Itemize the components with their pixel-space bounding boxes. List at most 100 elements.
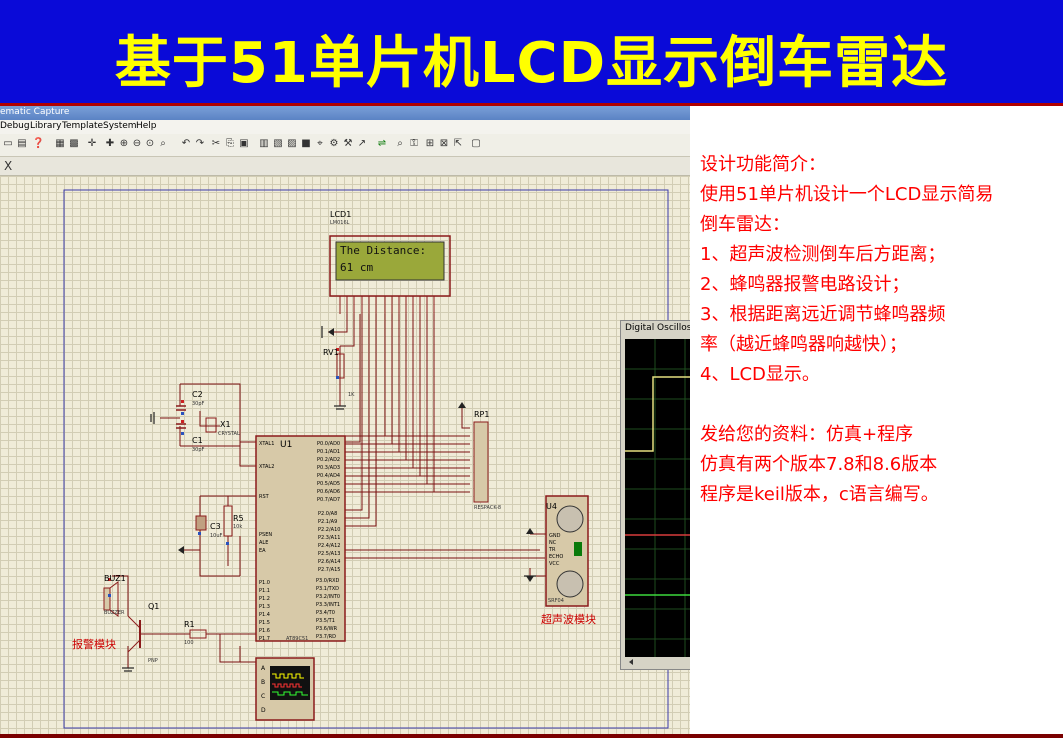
lcd-line-1: The Distance:: [340, 244, 427, 257]
x1-value: CRYSTAL: [218, 431, 240, 437]
ea-power-arrow: [178, 546, 184, 554]
zoom-all-icon[interactable]: ⊙: [145, 138, 155, 149]
block-delete-icon[interactable]: ■: [301, 138, 311, 149]
pack-icon[interactable]: ⚒: [343, 138, 353, 149]
r1-label: R1: [184, 620, 195, 629]
r5-value: 10k: [233, 524, 243, 530]
buzzer-symbol: [103, 587, 111, 611]
bom-icon[interactable]: ▢: [471, 138, 481, 149]
lcd-label: LCD1: [330, 210, 352, 219]
block-rotate-icon[interactable]: ▨: [287, 138, 297, 149]
pan-icon[interactable]: ✚: [105, 138, 115, 149]
zoom-area-icon[interactable]: ⌕: [160, 138, 166, 149]
help-icon[interactable]: ❓: [32, 138, 45, 149]
rp1-body: [473, 421, 489, 503]
exit-parent-icon[interactable]: ⇱: [453, 138, 463, 149]
pin-xtal2: XTAL2: [259, 464, 275, 470]
grid-icon[interactable]: ▦: [55, 138, 65, 149]
redo-icon[interactable]: ↷: [195, 138, 205, 149]
desc-line-2: 倒车雷达：: [700, 214, 790, 235]
c3-value: 10uF: [210, 533, 223, 539]
us-vcc-arrow: [526, 576, 534, 582]
r1-value: 100: [184, 640, 194, 646]
menu-template[interactable]: Template: [62, 121, 104, 131]
desc-line-1: 使用51单片机设计一个LCD显示简易: [700, 184, 994, 205]
lcd-body: [329, 235, 451, 297]
r5-label: R5: [233, 514, 244, 523]
desc-line-6: 率（越近蜂鸣器响越快）；: [700, 334, 907, 355]
ultrasonic-module-label: 超声波模块: [541, 613, 596, 626]
oscilloscope-screen: [625, 339, 690, 667]
paste-icon[interactable]: ▣: [239, 138, 249, 149]
desc-line-3: 1、超声波检测倒车后方距离；: [700, 244, 946, 265]
zoom-in-icon[interactable]: ⊕: [119, 138, 129, 149]
r1-symbol: [189, 629, 207, 639]
rv1-value: 1K: [348, 392, 355, 398]
c2-value: 30pF: [192, 401, 205, 407]
rp1-power-arrow: [458, 402, 466, 408]
divider: [0, 103, 1063, 106]
buzzer-label: BUZ1: [104, 574, 126, 583]
block-move-icon[interactable]: ▧: [273, 138, 283, 149]
decompose-icon[interactable]: ↗: [357, 138, 367, 149]
new-file-icon[interactable]: ▭: [3, 138, 13, 149]
desc-line-10: 仿真有两个版本7.8和8.6版本: [700, 454, 938, 475]
undo-icon[interactable]: ↶: [181, 138, 191, 149]
search-icon[interactable]: ⌕: [397, 138, 403, 149]
x1-label: X1: [220, 420, 231, 429]
remove-sheet-icon[interactable]: ⊠: [439, 138, 449, 149]
c2-label: C2: [192, 390, 203, 399]
pin-psen: PSEN: [259, 532, 273, 538]
cut-icon[interactable]: ✂: [211, 138, 221, 149]
crystal-symbol: [205, 417, 217, 433]
menu-help[interactable]: Help: [136, 121, 157, 131]
description: 设计功能简介： 使用51单片机设计一个LCD显示简易 倒车雷达： 1、超声波检测…: [700, 150, 1060, 510]
proteus-screenshot: ematic Capture Debug Library Template Sy…: [0, 106, 690, 734]
tab-bar: X: [0, 157, 690, 176]
block-copy-icon[interactable]: ▥: [259, 138, 269, 149]
mcu-label: U1: [280, 440, 293, 450]
property-icon[interactable]: ⚿: [410, 138, 418, 149]
pin-rst: RST: [259, 494, 269, 500]
oscilloscope-window[interactable]: Digital Oscilloscope: [620, 320, 690, 670]
desc-line-11: 程序是keil版本，c语言编写。: [700, 484, 939, 505]
u4-label: U4: [546, 502, 557, 511]
lcd-screen: [335, 241, 445, 281]
pin-xtal1: XTAL1: [259, 441, 275, 447]
us-gnd-arrow: [526, 528, 534, 534]
us-transducer-bottom: [556, 570, 584, 598]
page-title: 基于51单片机LCD显示倒车雷达: [114, 31, 949, 96]
alarm-module-label: 报警模块: [72, 638, 116, 651]
desc-line-4: 2、蜂鸣器报警电路设计；: [700, 274, 910, 295]
r5-symbol: [223, 505, 233, 537]
new-sheet-icon[interactable]: ⊞: [425, 138, 435, 149]
origin-icon[interactable]: ✛: [87, 138, 97, 149]
wire-autoroute-icon[interactable]: ⇌: [377, 138, 387, 149]
zoom-out-icon[interactable]: ⊖: [132, 138, 142, 149]
copy-icon[interactable]: ⎘: [226, 138, 234, 149]
q1-label: Q1: [148, 602, 160, 611]
close-tab-icon[interactable]: X: [4, 159, 13, 173]
make-device-icon[interactable]: ⚙: [329, 138, 339, 149]
rp1-label: RP1: [474, 410, 490, 419]
desc-line-7: 4、LCD显示。: [700, 364, 820, 385]
c3-label: C3: [210, 522, 221, 531]
u4-model: SRF04: [548, 598, 564, 604]
menu-system[interactable]: System: [103, 121, 137, 131]
desc-line-5: 3、根据距离远近调节蜂鸣器频: [700, 304, 946, 325]
open-icon[interactable]: ▤: [17, 138, 27, 149]
c1-label: C1: [192, 436, 203, 445]
schematic-drawing: [63, 189, 669, 729]
menu-debug[interactable]: Debug: [0, 121, 30, 131]
lcd-model: LM016L: [330, 220, 350, 226]
snap-icon[interactable]: ▩: [69, 138, 79, 149]
menu-library[interactable]: Library: [30, 121, 62, 131]
toolbar: ▭ ▤ ❓ ▦ ▩ ✛ ✚ ⊕ ⊖ ⊙ ⌕ ↶ ↷ ✂ ⎘ ▣ ▥ ▧ ▨ ■ …: [0, 134, 690, 157]
pick-icon[interactable]: ⌖: [317, 138, 323, 149]
desc-line-0: 设计功能简介：: [700, 154, 826, 175]
